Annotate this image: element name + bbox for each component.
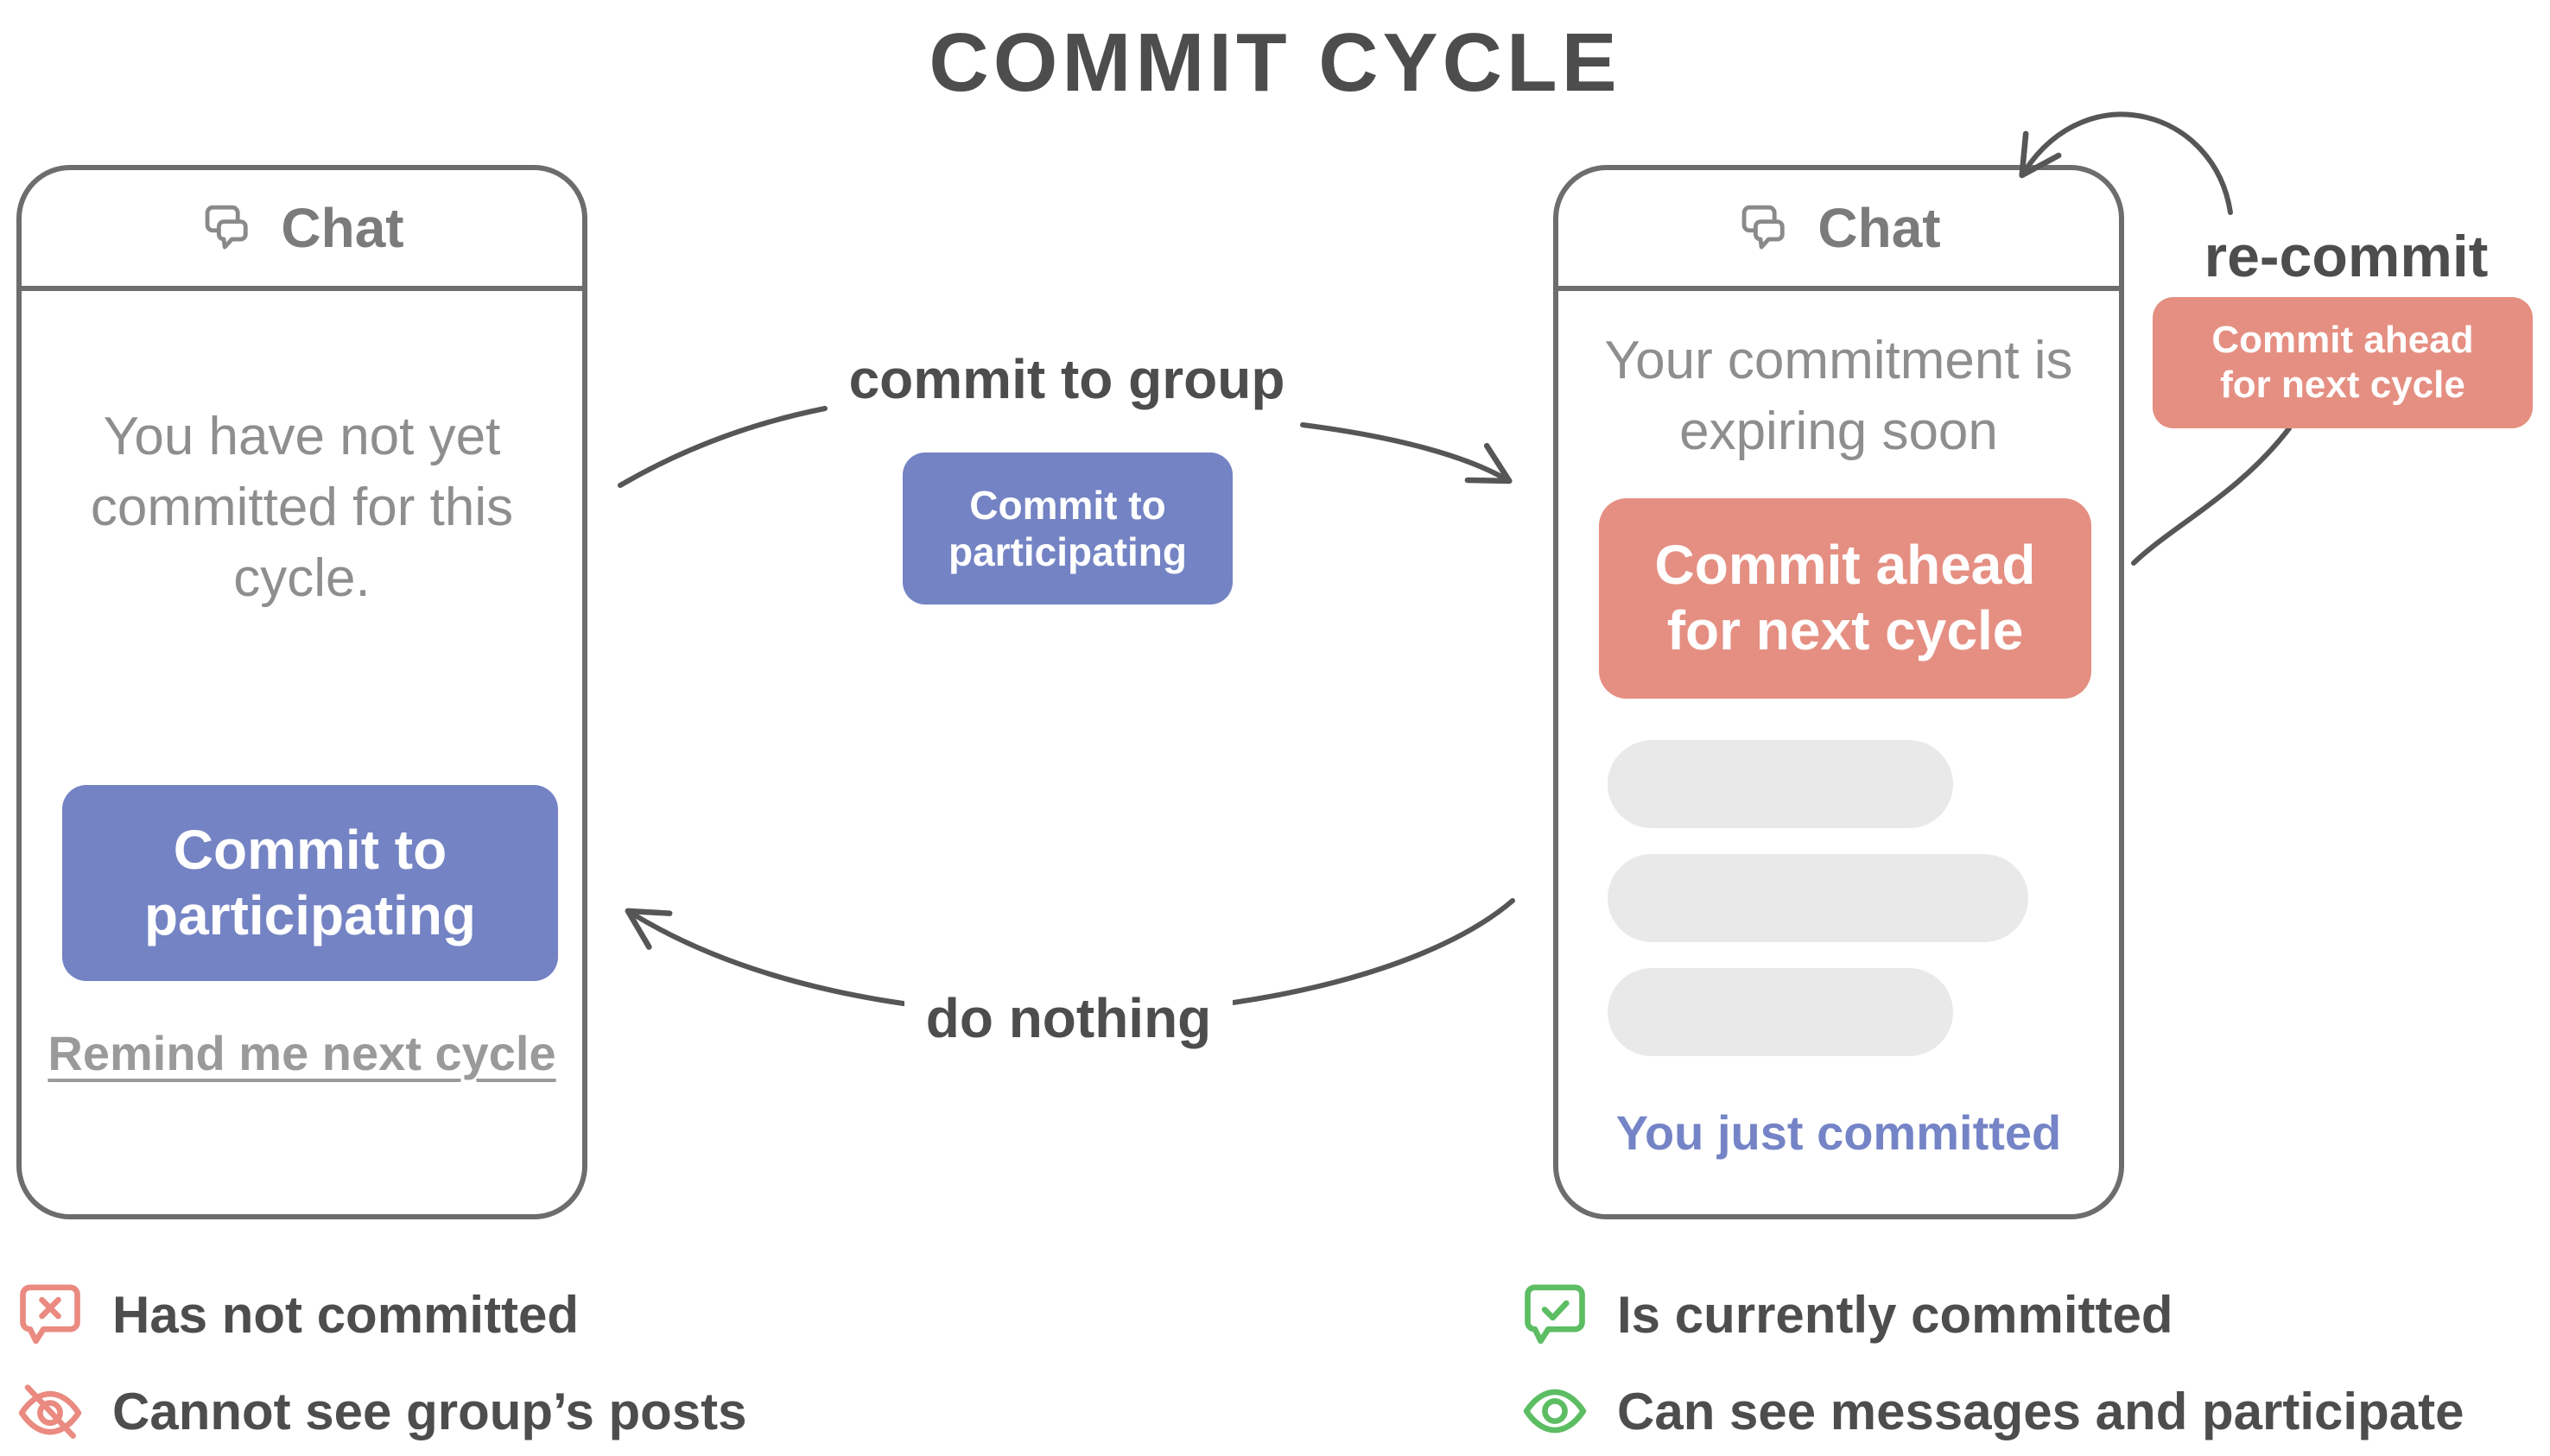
message-x-icon [20, 1284, 80, 1345]
legend-label: Cannot see group’s posts [112, 1382, 747, 1440]
phone-not-committed: Chat You have not yet committed for this… [16, 165, 587, 1219]
remind-me-link[interactable]: Remind me next cycle [48, 1026, 556, 1080]
message-check-icon [1525, 1284, 1585, 1345]
arrow-commit-left-segment [618, 406, 828, 488]
not-committed-message: You have not yet committed for this cycl… [90, 407, 514, 608]
flow-label-do-nothing: do nothing [904, 978, 1233, 1059]
chat-bubbles-icon [206, 205, 249, 250]
legend-label: Is currently committed [1617, 1285, 2173, 1344]
chat-bubbles-icon [1742, 205, 1786, 250]
message-placeholder [1608, 740, 1953, 828]
legend-item-cannot-see-posts: Cannot see group’s posts [14, 1368, 747, 1454]
flow-label-commit-to-group: commit to group [848, 348, 1285, 410]
legend-item-has-not-committed: Has not committed [14, 1271, 579, 1358]
phone-committed: Chat Your commitment is expiring soon Co… [1553, 165, 2124, 1219]
legend-item-currently-committed: Is currently committed [1519, 1271, 2173, 1358]
legend-label: Has not committed [112, 1285, 580, 1344]
commit-to-participating-button-mid[interactable]: Commit to participating [903, 453, 1233, 605]
chat-header-label: Chat [1817, 197, 1941, 259]
expiring-notice: Your commitment is expiring soon [1604, 331, 2073, 461]
legend-label: Can see messages and participate [1617, 1382, 2464, 1440]
commit-ahead-button[interactable]: Commit ahead for next cycle [1599, 498, 2091, 699]
just-committed-status: You just committed [1615, 1105, 2062, 1160]
chat-header-label: Chat [281, 197, 404, 259]
commit-to-participating-button[interactable]: Commit to participating [62, 785, 558, 981]
page-title: COMMIT CYCLE [929, 16, 1621, 109]
eye-off-icon [18, 1384, 82, 1440]
message-placeholder [1608, 854, 2028, 942]
connector-recommit-button [2131, 426, 2292, 566]
legend-item-can-see-messages: Can see messages and participate [1519, 1368, 2464, 1454]
flow-label-re-commit: re-commit [2204, 224, 2489, 289]
message-placeholder [1608, 968, 1953, 1056]
eye-icon [1523, 1389, 1587, 1434]
chat-header: Chat [22, 170, 582, 291]
arrow-commit-right-segment [1300, 422, 1513, 484]
chat-header: Chat [1558, 170, 2119, 291]
commit-ahead-button-small[interactable]: Commit ahead for next cycle [2153, 297, 2533, 428]
